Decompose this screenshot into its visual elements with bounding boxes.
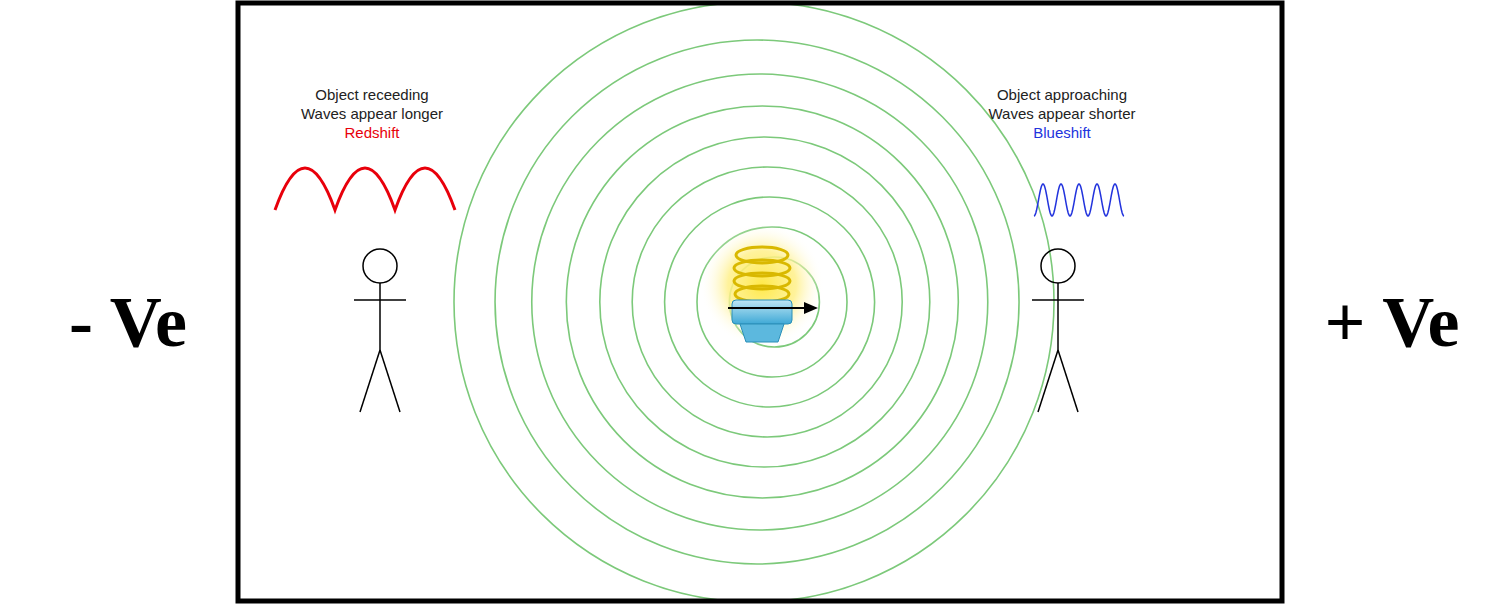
wave-ring [632,167,902,437]
frame-ground [238,3,1282,601]
wave-ring [600,137,930,467]
caption-text: Waves appear shorter [988,105,1135,123]
caption-text: Waves appear longer [301,105,443,123]
wave-ring [495,40,1019,564]
stick-figure-right [1032,249,1084,412]
blue-wave [1034,184,1124,216]
caption-text: Object approaching [997,86,1127,104]
wave-fronts [454,3,1054,601]
stick-figure-left [354,249,406,412]
caption-text: Blueshift [1033,124,1091,142]
caption-text: Redshift [344,124,399,142]
sign-label: + Ve [1324,281,1459,364]
light-bulb [700,223,824,347]
wave-ring [665,197,875,407]
wave-ring [454,3,1054,601]
wave-ring [532,74,988,530]
caption-text: Object receeding [315,86,428,104]
sign-label: - Ve [69,281,187,364]
wave-ring [566,106,958,498]
frame-border [238,3,1282,601]
red-wave [275,168,455,210]
